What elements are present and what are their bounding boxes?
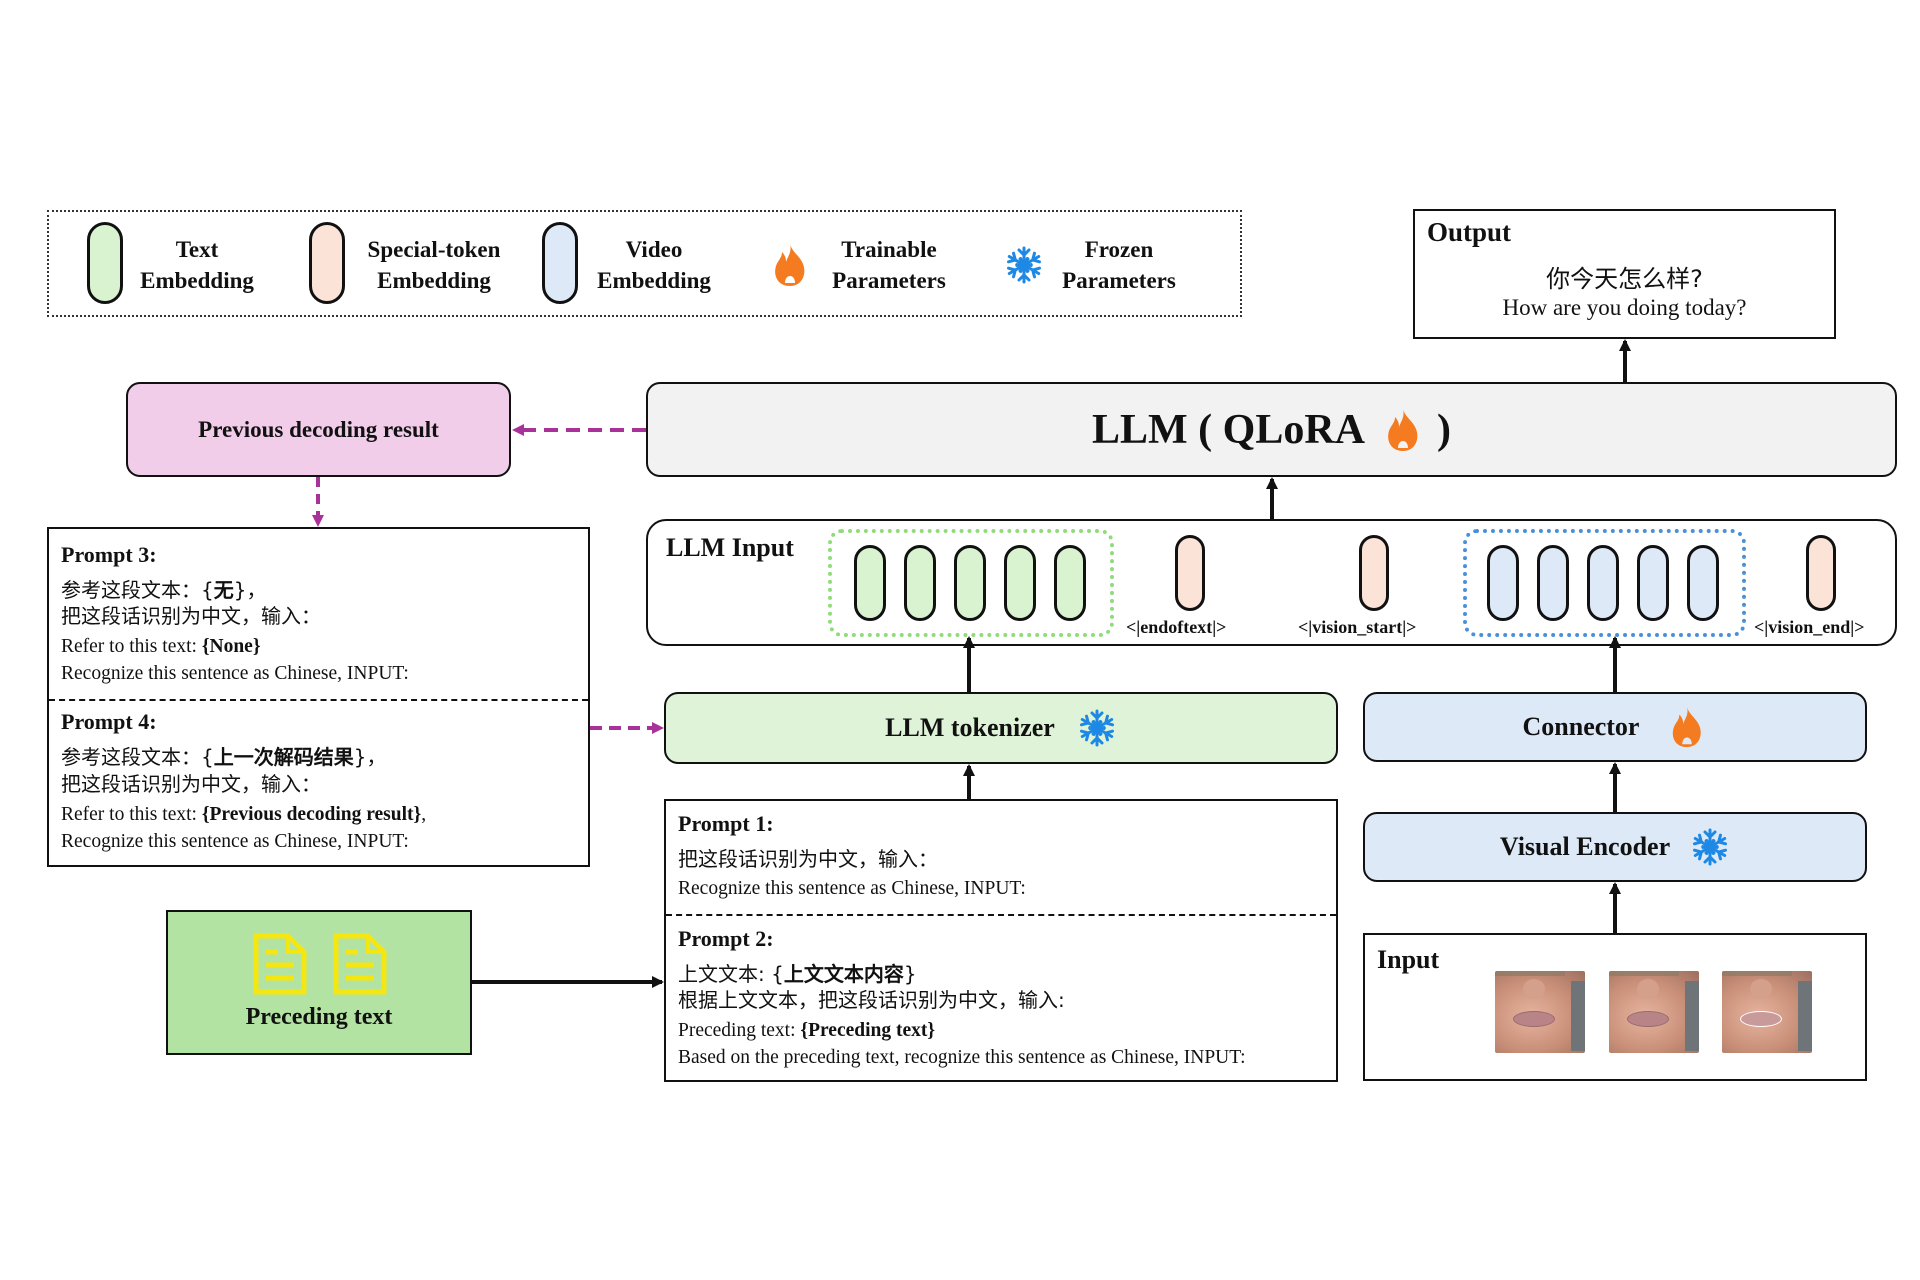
output-box: Output 你今天怎么样? How are you doing today? [1413, 209, 1836, 339]
document-icon [253, 933, 307, 995]
prompt-4-cn-line1: 参考这段文本：{上一次解码结果}， [61, 745, 387, 769]
visual-encoder-label: Visual Encoder [1499, 832, 1671, 861]
vision-start-token-embedding [1359, 535, 1389, 611]
previous-decoding-result-box: Previous decoding result [126, 382, 511, 477]
prompt-divider [666, 914, 1336, 916]
video-token-embedding [1687, 545, 1719, 621]
video-token-embedding [1487, 545, 1519, 621]
llm-input-box: LLM Input <|endoftext|> <|vision_start|>… [646, 519, 1897, 646]
video-token-embedding [1587, 545, 1619, 621]
text-token-embedding [904, 545, 936, 621]
text-token-group [828, 529, 1114, 637]
snowflake-icon [1078, 709, 1116, 747]
prompt-4-cn-line2: 把这段话识别为中文，输入： [61, 772, 321, 796]
llm-label: LLM ( QLoRA [1092, 406, 1365, 453]
prompt-divider [49, 699, 588, 701]
prompt-3-en-line2: Recognize this sentence as Chinese, INPU… [61, 663, 409, 684]
prompt-4-en-line2: Recognize this sentence as Chinese, INPU… [61, 831, 409, 852]
text-token-embedding [1004, 545, 1036, 621]
prompt-3-title: Prompt 3: [61, 542, 157, 567]
prompt-2-en-line1: Preceding text: {Preceding text} [678, 1020, 936, 1041]
input-box: Input [1363, 933, 1867, 1081]
prompt-2-cn-line2: 根据上文文本，把这段话识别为中文，输入: [678, 988, 1065, 1012]
flame-icon [1388, 408, 1418, 451]
prompt-2-title: Prompt 2: [678, 926, 774, 951]
preceding-text-label: Preceding text [245, 1004, 393, 1030]
visual-encoder-box: Visual Encoder [1363, 812, 1867, 882]
llm-input-title: LLM Input [666, 533, 794, 562]
legend-label-line2: Embedding [140, 268, 254, 293]
video-token-embedding [1537, 545, 1569, 621]
vision-end-token-label: <|vision_end|> [1754, 617, 1865, 637]
document-icon [333, 933, 387, 995]
snowflake-icon [1691, 828, 1729, 866]
prompt-2-en-line2: Based on the preceding text, recognize t… [678, 1047, 1246, 1068]
legend-label-line1: Special-token [367, 237, 501, 262]
snowflake-icon [1005, 246, 1043, 284]
output-english-text: How are you doing today? [1502, 295, 1747, 320]
legend-label-line1: Frozen [1084, 237, 1154, 262]
video-frame [1609, 971, 1699, 1053]
prompt-1-cn-line1: 把这段话识别为中文，输入： [678, 847, 938, 871]
legend-label-line2: Parameters [832, 268, 946, 293]
prompt-2-cn-line1: 上文文本: {上文文本内容} [678, 962, 917, 986]
vision-start-token-label: <|vision_start|> [1298, 617, 1417, 637]
video-frame [1722, 971, 1812, 1053]
legend-label-line1: Video [625, 237, 683, 262]
prompt-4-title: Prompt 4: [61, 709, 157, 734]
video-frame [1495, 971, 1585, 1053]
input-title: Input [1377, 945, 1440, 974]
flame-icon [775, 244, 805, 286]
prompt-3-en-line1: Refer to this text: {None} [61, 636, 261, 657]
endoftext-token-label: <|endoftext|> [1126, 617, 1227, 637]
video-token-group [1463, 529, 1746, 637]
legend-label-line2: Embedding [597, 268, 711, 293]
llm-label-close: ) [1437, 406, 1451, 453]
legend-trainable-parameters: Trainable Parameters [819, 234, 959, 296]
prompt-3-4-box: Prompt 3: 参考这段文本：{无}， 把这段话识别为中文，输入： Refe… [47, 527, 590, 867]
legend: Text Embedding Special-token Embedding V… [47, 210, 1242, 317]
legend-video-embedding: Video Embedding [589, 234, 719, 296]
text-embedding-pill [87, 222, 123, 304]
flame-icon [1673, 706, 1702, 748]
legend-special-token-embedding: Special-token Embedding [354, 234, 514, 296]
text-token-embedding [854, 545, 886, 621]
special-token-embedding-pill [309, 222, 345, 304]
prompt-3-cn-line1: 参考这段文本：{无}， [61, 578, 267, 602]
text-token-embedding [954, 545, 986, 621]
legend-label-line2: Embedding [377, 268, 491, 293]
vision-end-token-embedding [1806, 535, 1836, 611]
previous-decoding-result-label: Previous decoding result [198, 416, 439, 442]
video-embedding-pill [542, 222, 578, 304]
legend-label-line1: Text [175, 237, 219, 262]
text-token-embedding [1054, 545, 1086, 621]
llm-qlora-box: LLM ( QLoRA ) [646, 382, 1897, 477]
prompt-1-en-line1: Recognize this sentence as Chinese, INPU… [678, 878, 1026, 899]
connector-label: Connector [1522, 712, 1640, 741]
prompt-3-cn-line2: 把这段话识别为中文，输入： [61, 604, 321, 628]
legend-text-embedding: Text Embedding [137, 234, 257, 296]
output-title: Output [1427, 217, 1512, 247]
legend-label-line2: Parameters [1062, 268, 1176, 293]
legend-label-line1: Trainable [841, 237, 937, 262]
output-chinese-text: 你今天怎么样? [1546, 265, 1703, 293]
llm-tokenizer-box: LLM tokenizer [664, 692, 1338, 764]
llm-tokenizer-label: LLM tokenizer [885, 713, 1055, 742]
connector-box: Connector [1363, 692, 1867, 762]
video-token-embedding [1637, 545, 1669, 621]
preceding-text-box: Preceding text [166, 910, 472, 1055]
prompt-1-2-box: Prompt 1: 把这段话识别为中文，输入： Recognize this s… [664, 799, 1338, 1082]
legend-frozen-parameters: Frozen Parameters [1054, 234, 1184, 296]
prompt-4-en-line1: Refer to this text: {Previous decoding r… [61, 804, 427, 825]
prompt-1-title: Prompt 1: [678, 811, 774, 836]
endoftext-token-embedding [1175, 535, 1205, 611]
